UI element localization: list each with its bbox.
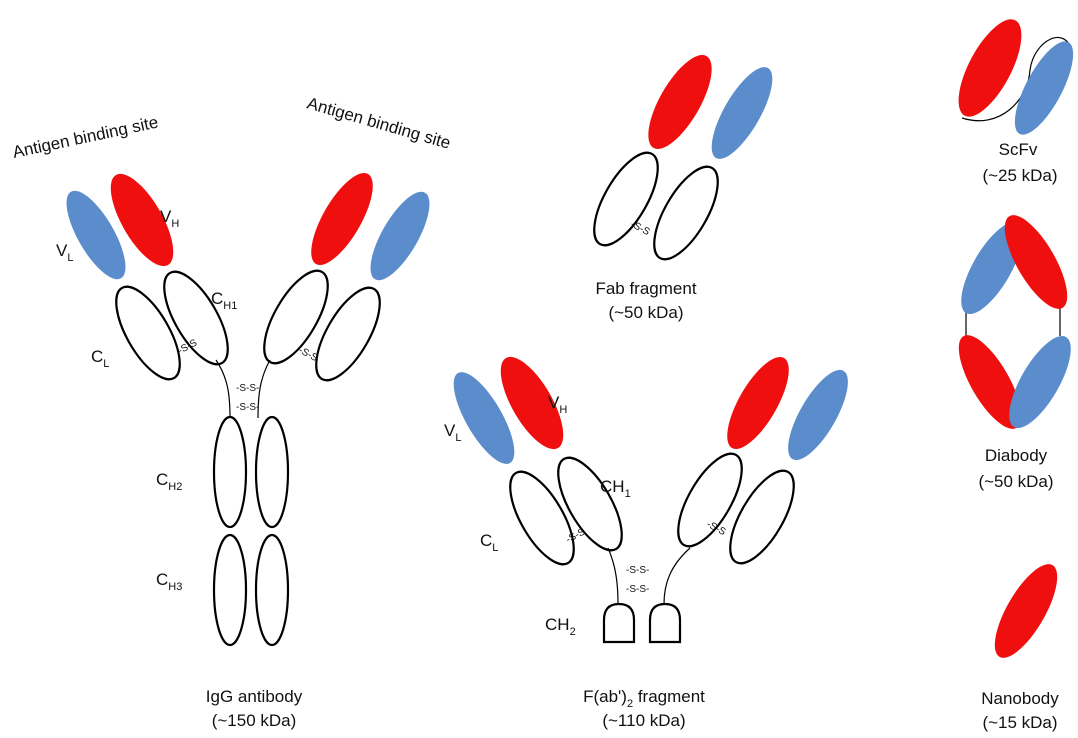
scfv-caption-mass: (~25 kDa) bbox=[982, 166, 1057, 185]
diabody-caption-name: Diabody bbox=[985, 446, 1048, 465]
igg-antibody: Antigen binding site Antigen binding sit… bbox=[11, 94, 453, 730]
fab2-hinge-right bbox=[664, 548, 690, 604]
scfv-caption-name: ScFv bbox=[999, 140, 1038, 159]
antigen-binding-site-label-right: Antigen binding site bbox=[305, 94, 453, 153]
igg-caption-mass: (~150 kDa) bbox=[212, 711, 297, 730]
fab2-fragment: -S-S- -S-S- -S-S -S-S VL VH CH1 CL CH2 F… bbox=[442, 348, 859, 730]
igg-ch3-label: CH3 bbox=[156, 570, 182, 593]
fab-disulfide: -S-S bbox=[629, 219, 652, 238]
fab2-vl-right bbox=[777, 362, 859, 468]
fab-fragment: -S-S Fab fragment (~50 kDa) bbox=[582, 46, 784, 322]
fab-caption-mass: (~50 kDa) bbox=[608, 303, 683, 322]
fab2-ch2-label: CH2 bbox=[545, 615, 576, 638]
diabody-caption-mass: (~50 kDa) bbox=[978, 472, 1053, 491]
igg-hinge-left bbox=[216, 360, 230, 418]
igg-ch2-right bbox=[256, 417, 288, 527]
igg-ch2-left bbox=[214, 417, 246, 527]
fab2-hinge-disulfide-1: -S-S- bbox=[626, 565, 649, 576]
nanobody-caption-mass: (~15 kDa) bbox=[982, 713, 1057, 732]
diabody: Diabody (~50 kDa) bbox=[947, 207, 1078, 491]
fab2-vh-right bbox=[716, 348, 801, 457]
igg-caption-name: IgG antibody bbox=[206, 687, 303, 706]
igg-vl-label: VL bbox=[56, 241, 73, 264]
igg-hinge-disulfide-2: -S-S- bbox=[236, 402, 259, 413]
igg-cl-label: CL bbox=[91, 347, 109, 370]
igg-hinge-disulfide-1: -S-S- bbox=[236, 383, 259, 394]
fab2-hinge-left bbox=[608, 548, 618, 604]
scfv: ScFv (~25 kDa) bbox=[946, 10, 1078, 185]
igg-ch3-left bbox=[214, 535, 246, 645]
fab-caption-name: Fab fragment bbox=[595, 279, 696, 298]
igg-ch3-right bbox=[256, 535, 288, 645]
fab2-caption-mass: (~110 kDa) bbox=[602, 711, 685, 730]
fab2-hinge-disulfide-2: -S-S- bbox=[626, 584, 649, 595]
igg-vh-right bbox=[300, 164, 385, 273]
nanobody-caption-name: Nanobody bbox=[981, 689, 1059, 708]
fab2-vl-label: VL bbox=[444, 421, 461, 444]
nanobody-vhh bbox=[983, 556, 1069, 667]
fab-vh bbox=[636, 46, 724, 158]
igg-ch2-label: CH2 bbox=[156, 470, 182, 493]
nanobody: Nanobody (~15 kDa) bbox=[981, 556, 1069, 732]
antigen-binding-site-label-left: Antigen binding site bbox=[11, 112, 160, 161]
fab2-cl-label: CL bbox=[480, 531, 498, 554]
igg-vl-right bbox=[359, 184, 440, 289]
igg-hinge-right bbox=[258, 360, 270, 418]
fab2-caption-name: F(ab')2 fragment bbox=[583, 687, 705, 710]
fab2-ch2-stub-right bbox=[650, 604, 680, 642]
fab2-ch2-stub-left bbox=[604, 604, 634, 642]
fab-vl bbox=[700, 59, 783, 167]
